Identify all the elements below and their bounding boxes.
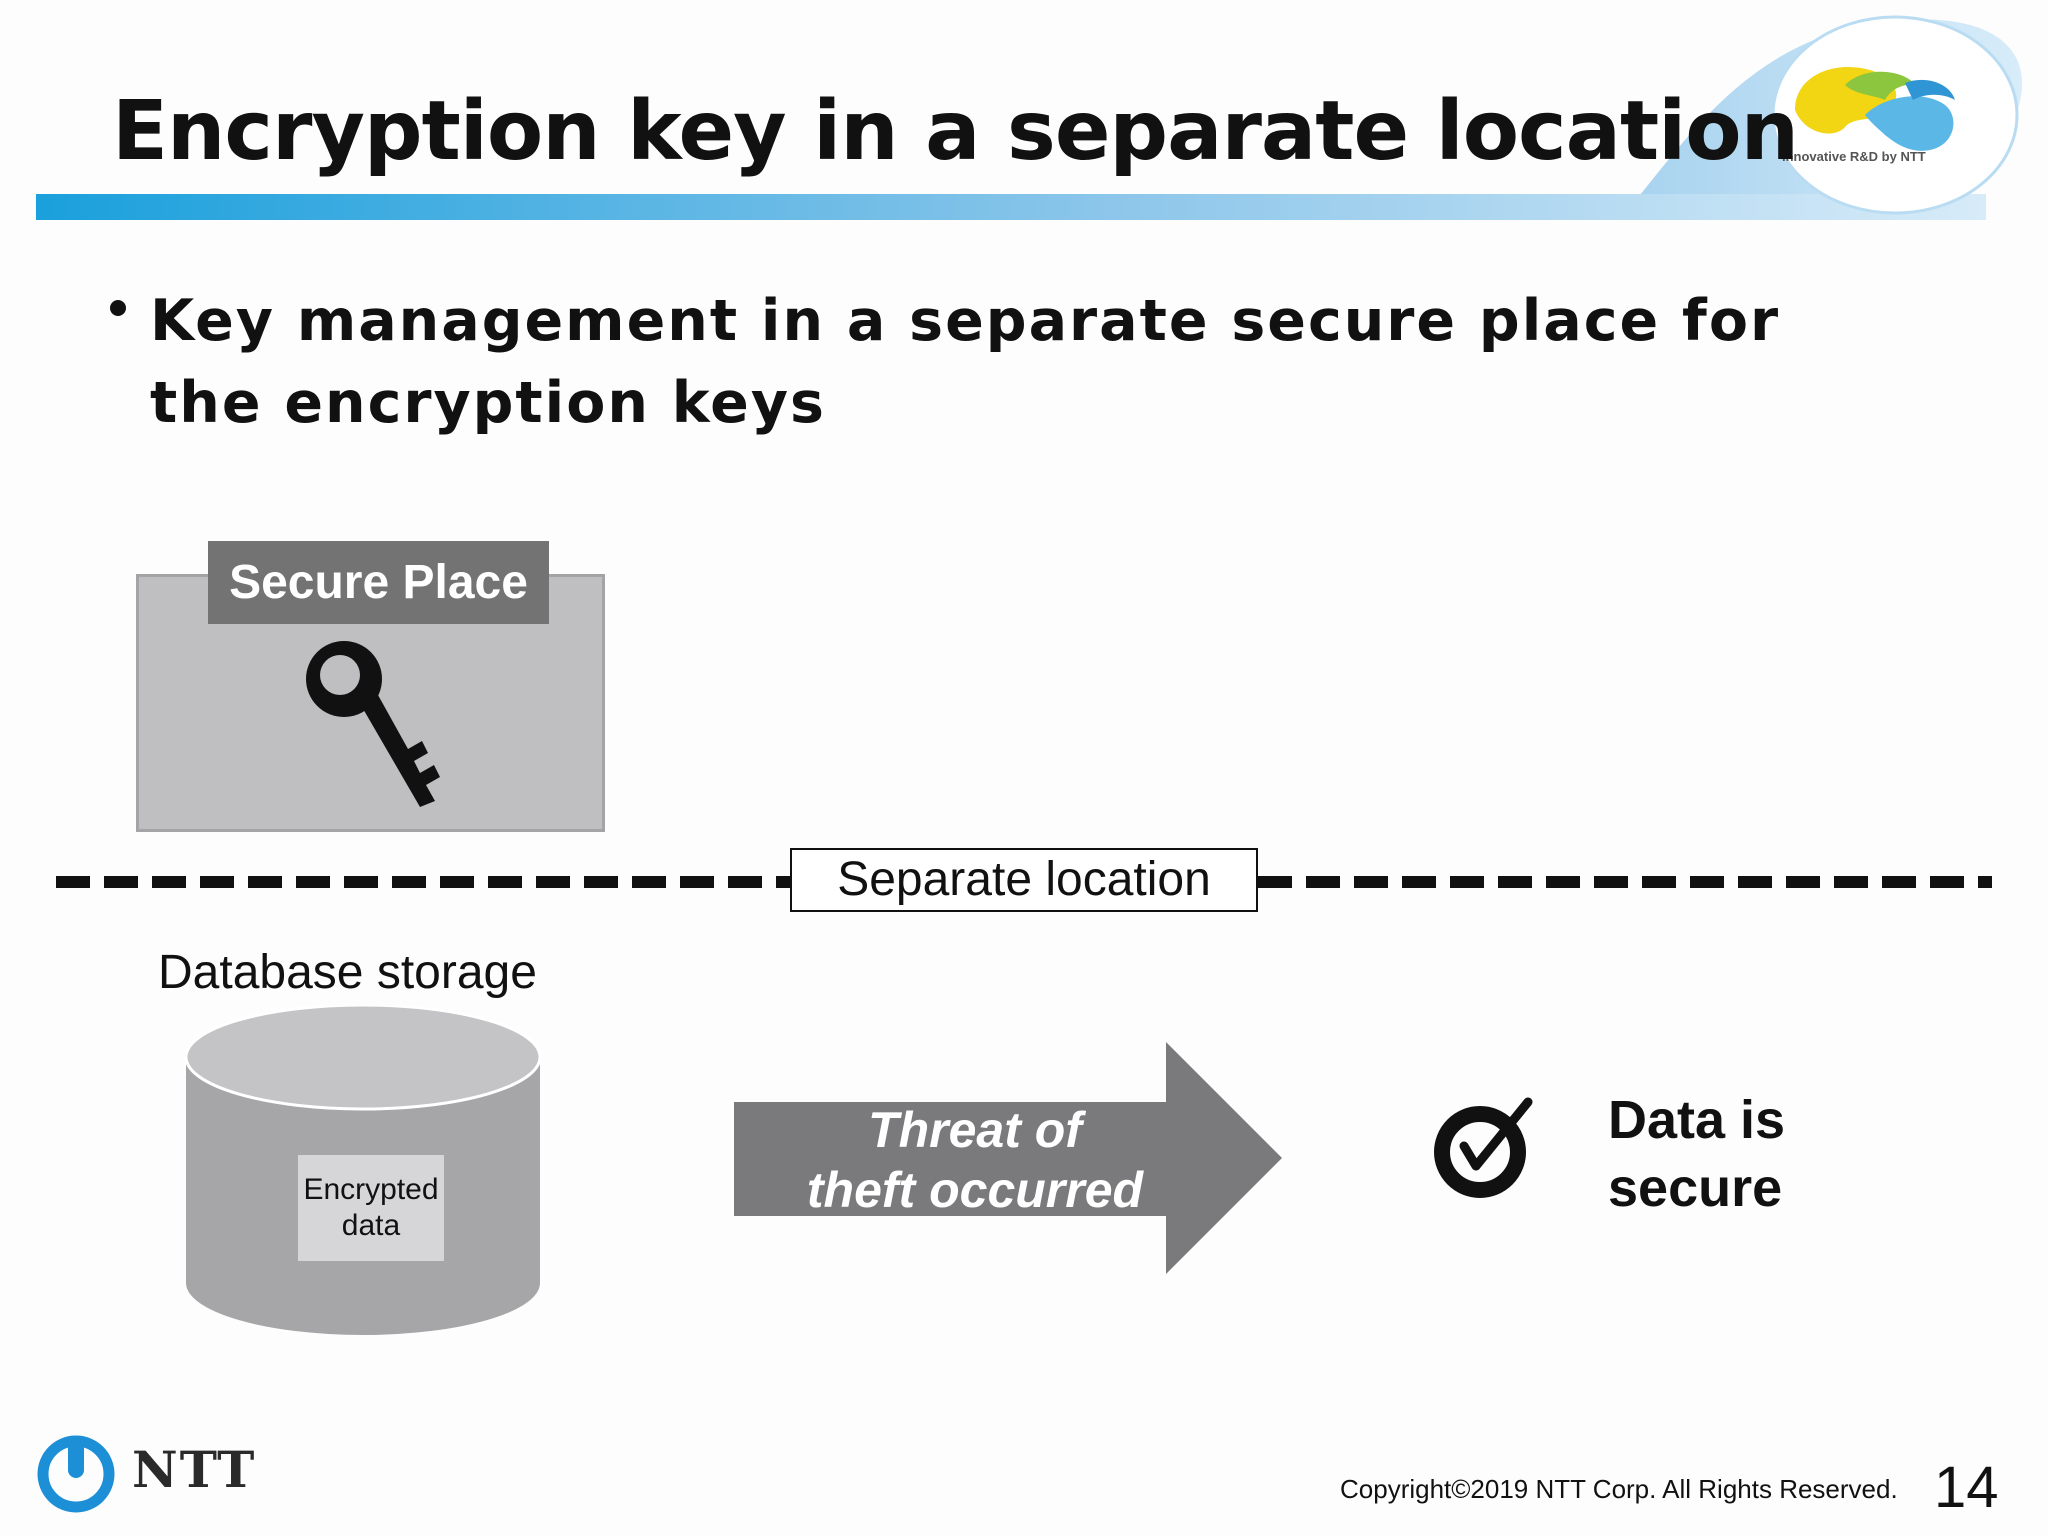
bullet-dot <box>110 300 126 316</box>
database-storage-label: Database storage <box>158 946 537 999</box>
data-secure-label: Data is secure <box>1608 1086 1785 1222</box>
slide-title: Encryption key in a separate location <box>112 84 1799 179</box>
logo-caption: Innovative R&D by NTT <box>1782 149 1926 164</box>
innovative-logo <box>1795 66 1955 151</box>
arrow-icon <box>734 1042 1282 1274</box>
threat-label: Threat of theft occurred <box>735 1100 1215 1220</box>
result-line1: Data is <box>1608 1090 1786 1150</box>
encrypted-data-label: Encrypted data <box>298 1155 444 1261</box>
key-icon <box>306 641 440 807</box>
title-underline-bar <box>36 194 1986 220</box>
bullet-text: Key management in a separate secure plac… <box>150 288 1781 436</box>
ntt-logo-icon <box>37 1435 115 1513</box>
result-line2: secure <box>1608 1158 1783 1218</box>
company-name: NTT <box>132 1440 257 1499</box>
separator-dashed-line <box>56 876 1992 888</box>
encrypted-data-line2: data <box>341 1209 401 1242</box>
secure-place-label: Secure Place <box>208 541 549 624</box>
separate-location-label: Separate location <box>790 848 1258 912</box>
threat-line1: Threat of <box>868 1102 1082 1158</box>
check-icon <box>1434 1097 1533 1198</box>
encrypted-data-line1: Encrypted <box>303 1173 439 1206</box>
threat-line2: theft occurred <box>806 1162 1144 1218</box>
page-number: 14 <box>1934 1455 1999 1520</box>
header-decoration <box>36 15 2023 221</box>
copyright-text: Copyright©2019 NTT Corp. All Rights Rese… <box>1340 1474 1898 1504</box>
